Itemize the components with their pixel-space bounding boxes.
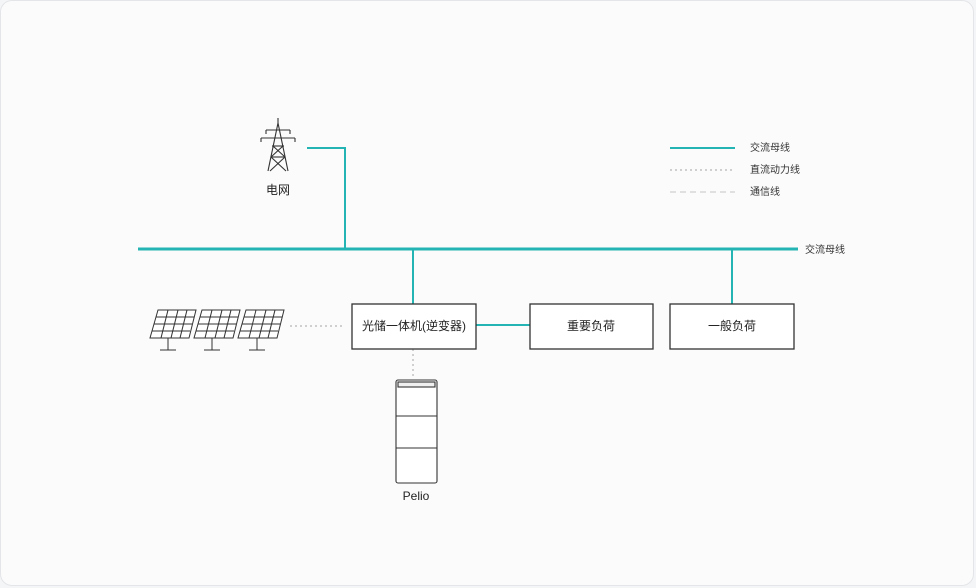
power-tower-icon — [260, 118, 296, 172]
inverter-label: 光储一体机(逆变器) — [362, 318, 466, 333]
legend-label-comm-line: 通信线 — [750, 185, 780, 198]
legend: 交流母线 直流动力线 通信线 — [670, 141, 800, 198]
legend-item-ac-bus: 交流母线 — [670, 141, 790, 154]
solar-panel-2 — [193, 309, 241, 351]
critical-load-label: 重要负荷 — [567, 319, 615, 333]
grid-label: 电网 — [266, 183, 290, 197]
solar-panel-3 — [237, 309, 285, 351]
bus-label: 交流母线 — [805, 243, 845, 256]
legend-item-dc-line: 直流动力线 — [670, 163, 800, 176]
legend-label-ac-bus: 交流母线 — [750, 141, 790, 154]
general-load-box: 一般负荷 — [669, 303, 795, 350]
critical-load-box: 重要负荷 — [529, 303, 654, 350]
ac-bus-lines — [138, 147, 798, 326]
battery-stack-icon — [395, 379, 438, 484]
grid-connection-line — [307, 147, 346, 249]
solar-panel-icon — [149, 309, 285, 351]
battery-label: Pelio — [403, 489, 430, 503]
inverter-box: 光储一体机(逆变器) — [351, 303, 477, 350]
legend-item-comm-line: 通信线 — [670, 185, 780, 198]
dc-power-lines — [290, 325, 414, 378]
solar-panel-1 — [149, 309, 197, 351]
legend-label-dc-line: 直流动力线 — [750, 163, 800, 176]
general-load-label: 一般负荷 — [708, 318, 756, 333]
